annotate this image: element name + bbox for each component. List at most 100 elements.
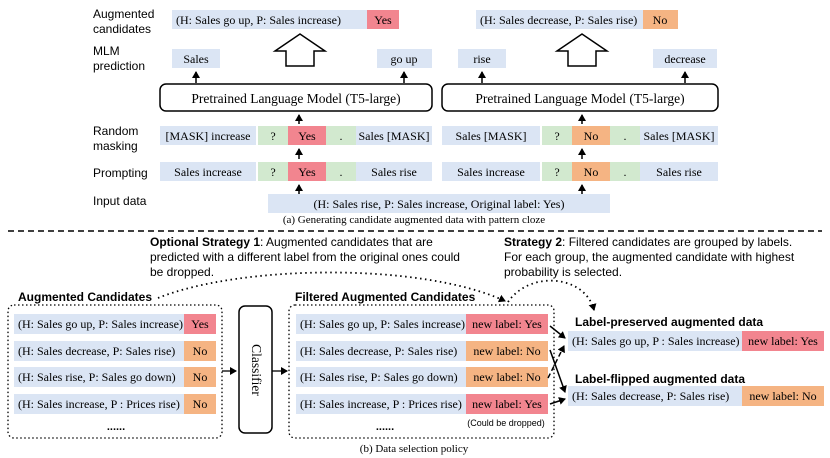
svg-text:.: . [340,129,343,143]
svg-text:.: . [624,165,627,179]
svg-text:new label: Yes: new label: Yes [472,317,542,331]
label-augmented-1: Augmented [93,7,154,21]
svg-text:?: ? [270,129,275,143]
augmented-list: (H: Sales go up, P: Sales increase) Yes … [14,314,216,433]
svg-text:Sales increase: Sales increase [457,165,525,179]
plm-left: Pretrained Language Model (T5-large) [159,83,433,112]
svg-text:No: No [193,370,208,384]
hollow-arrow-right-icon [554,33,610,67]
label-augmented-2: candidates [93,22,151,36]
label-mlm-1: MLM [93,44,120,58]
svg-text:(H: Sales go up, P: Sales incr: (H: Sales go up, P: Sales increase) [300,317,465,331]
svg-text:rise: rise [473,52,490,66]
svg-text:be dropped.: be dropped. [150,265,214,279]
result-arrows [547,325,567,405]
svg-text:new label: No: new label: No [749,389,816,403]
list-item: (H: Sales go up, P: Sales increase) Yes [14,314,216,334]
svg-text:new label: Yes: new label: Yes [472,397,542,411]
svg-text:Strategy 2: Filtered candidate: Strategy 2: Filtered candidates are grou… [504,235,792,249]
svg-text:For each group, the augmented: For each group, the augmented candidate … [504,250,795,264]
hollow-arrow-left-icon [272,33,328,67]
svg-text:Classifier: Classifier [249,344,264,396]
svg-text:(H: Sales go up, P: Sales incr: (H: Sales go up, P: Sales increase) [176,13,341,27]
svg-text:No: No [193,344,208,358]
svg-text:Sales rise: Sales rise [656,165,702,179]
svg-text:.: . [624,129,627,143]
filtered-title: Filtered Augmented Candidates [295,290,476,304]
mask-arrows [295,114,586,124]
svg-text:(H: Sales decrease, P: Sales r: (H: Sales decrease, P: Sales rise) [18,344,175,358]
svg-text:decrease: decrease [664,52,705,66]
svg-text:(H: Sales increase, P : Prices: (H: Sales increase, P : Prices rise) [18,397,180,411]
plm-right: Pretrained Language Model (T5-large) [441,83,719,112]
svg-text:Yes: Yes [298,165,316,179]
svg-text:Sales increase: Sales increase [174,165,242,179]
svg-text:new label: No: new label: No [473,370,540,384]
svg-text:?: ? [270,165,275,179]
svg-text:new label: No: new label: No [473,344,540,358]
svg-text:(H: Sales rise, P: Sales go do: (H: Sales rise, P: Sales go down) [300,370,458,384]
svg-text:No: No [193,397,208,411]
label-random-1: Random [93,124,138,138]
svg-text:Yes: Yes [374,13,392,27]
svg-text:Sales: Sales [183,52,209,66]
svg-text:(H: Sales decrease, P: Sales r: (H: Sales decrease, P: Sales rise) [300,344,457,358]
svg-text:Pretrained Language Model (T5-: Pretrained Language Model (T5-large) [475,91,684,106]
list-item: (H: Sales go up, P: Sales increase) new … [296,314,548,334]
label-random-2: masking [93,139,138,153]
svg-text:(H: Sales decrease, P: Sales r: (H: Sales decrease, P: Sales rise) [572,389,729,403]
svg-text:(H: Sales decrease, P: Sales r: (H: Sales decrease, P: Sales rise) [480,13,637,27]
pred-arrows [192,71,689,83]
prompt-arrows [295,148,586,159]
top-right-candidate: (H: Sales decrease, P: Sales rise) No [476,10,678,29]
row-labels: Augmented candidates MLM prediction Rand… [93,7,154,208]
svg-text:go up: go up [391,52,418,66]
svg-text:Optional Strategy 1: Augmented: Optional Strategy 1: Augmented candidate… [150,235,433,249]
prompt-row-left: Sales increase ? Yes . Sales rise [160,162,432,181]
augmented-container [7,304,223,439]
mask-row-left: [MASK] increase ? Yes . Sales [MASK] [160,126,432,145]
svg-text:.: . [340,165,343,179]
svg-text:Sales rise: Sales rise [371,165,417,179]
flipped-title: Label-flipped augmented data [575,372,745,386]
svg-text:Sales [MASK]: Sales [MASK] [359,129,430,143]
svg-text:(H: Sales go up, P : Sales inc: (H: Sales go up, P : Sales increase) [572,334,740,348]
svg-text:Pretrained Language Model (T5-: Pretrained Language Model (T5-large) [191,91,400,106]
dropped-note: (Could be dropped) [467,418,545,428]
classifier-box: Classifier [238,305,273,434]
list-item: (H: Sales increase, P : Prices rise) No [14,394,216,414]
svg-text:?: ? [554,165,559,179]
ellipsis: ...... [107,421,125,433]
svg-text:[MASK] increase: [MASK] increase [166,129,251,143]
svg-text:?: ? [554,129,559,143]
top-left-candidate: (H: Sales go up, P: Sales increase) Yes [172,10,399,29]
flipped-item: (H: Sales decrease, P: Sales rise) new l… [568,386,824,406]
caption-b: (b) Data selection policy [360,443,469,455]
label-mlm-2: prediction [93,59,145,73]
list-item: (H: Sales decrease, P: Sales rise) new l… [296,341,548,361]
list-item: (H: Sales decrease, P: Sales rise) No [14,341,216,361]
preserved-item: (H: Sales go up, P : Sales increase) new… [568,331,824,351]
list-item: (H: Sales rise, P: Sales go down) No [14,367,216,387]
strategy-1-text: Optional Strategy 1: Augmented candidate… [150,235,460,279]
svg-text:No: No [653,13,668,27]
label-prompting: Prompting [93,166,148,180]
svg-text:Sales [MASK]: Sales [MASK] [456,129,527,143]
svg-text:new label: Yes: new label: Yes [748,334,818,348]
svg-text:(H: Sales go up, P: Sales incr: (H: Sales go up, P: Sales increase) [18,317,183,331]
strategy-1-curve [157,271,506,303]
augmented-title: Augmented Candidates [18,290,152,304]
prompt-row-right: Sales increase ? No . Sales rise [442,162,718,181]
svg-text:(H: Sales increase, P : Prices: (H: Sales increase, P : Prices rise) [300,397,462,411]
svg-text:No: No [584,129,599,143]
svg-text:predicted with a different lab: predicted with a different label from th… [150,250,460,264]
input-data: (H: Sales rise, P: Sales increase, Origi… [268,194,610,213]
preserved-title: Label-preserved augmented data [575,315,763,329]
filtered-list: (H: Sales go up, P: Sales increase) new … [296,314,548,433]
list-item: (H: Sales rise, P: Sales go down) new la… [296,367,548,387]
svg-text:(H: Sales rise, P: Sales go do: (H: Sales rise, P: Sales go down) [18,370,176,384]
svg-text:Sales [MASK]: Sales [MASK] [644,129,715,143]
svg-text:Yes: Yes [191,317,209,331]
mask-row-right: Sales [MASK] ? No . Sales [MASK] [442,126,718,145]
